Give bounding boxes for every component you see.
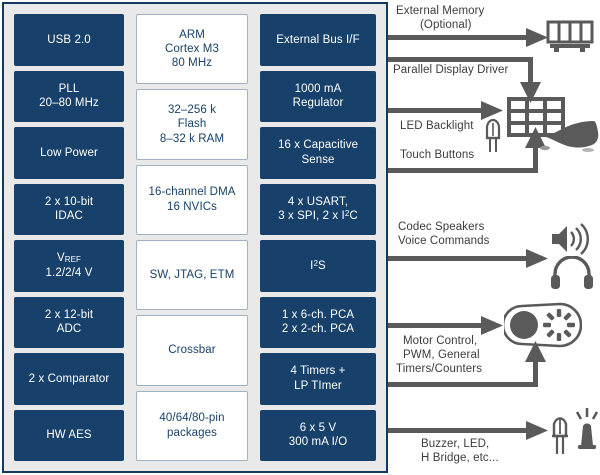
block-text-line: 8–32 k RAM [159, 132, 225, 145]
block-text-line: Flash [177, 118, 207, 131]
label-parallel-display: Parallel Display Driver [393, 64, 509, 76]
block-text-line: Regulator [292, 97, 344, 110]
mcu-block-i2s[interactable]: I2S [260, 240, 376, 292]
mcu-block-pca[interactable]: 1 x 6-ch. PCA 2 x 2-ch. PCA [260, 296, 376, 348]
block-text-line: 4 Timers + [290, 365, 346, 378]
ram-module-icon [546, 20, 594, 59]
label-motor-control-line3: Timers/Counters [396, 363, 483, 375]
mcu-block-debug[interactable]: SW, JTAG, ETM [136, 239, 248, 311]
led-indicator-icon [548, 406, 572, 461]
motor-belt-icon [501, 302, 583, 353]
block-text-line: I2S [310, 258, 326, 272]
led-icon [482, 112, 504, 159]
block-text-line: 4 x USART, [287, 195, 349, 208]
mcu-block-low-power[interactable]: Low Power [14, 127, 124, 179]
mcu-panel: USB 2.0 PLL 20–80 MHz Low Power 2 x 10-bi… [2, 2, 388, 473]
label-external-memory-line1: External Memory [396, 5, 485, 17]
mcu-right-column: External Bus I/F 1000 mA Regulator 16 x C… [260, 14, 376, 461]
label-external-memory-line2: (Optional) [420, 19, 472, 31]
mcu-block-hw-aes[interactable]: HW AES [14, 409, 124, 461]
connector-wires [388, 28, 548, 440]
block-text-line: Low Power [40, 146, 98, 159]
peripheral-rail: External Memory (Optional) Parallel Disp… [388, 0, 600, 475]
block-text-line: 1 x 6-ch. PCA [281, 308, 355, 321]
block-text-line: Cortex M3 [165, 42, 219, 55]
mcu-block-regulator[interactable]: 1000 mA Regulator [260, 70, 376, 122]
block-text-line: 20–80 MHz [39, 97, 99, 110]
block-text-line: 80 MHz [171, 57, 213, 70]
buzzer-icon [574, 406, 600, 457]
mcu-block-timers[interactable]: 4 Timers +LP TImer [260, 353, 376, 405]
block-text-line: ARM [179, 28, 205, 41]
block-text-line: 16 x Capacitive [277, 139, 359, 152]
block-text-line: LP TImer [294, 379, 342, 392]
block-text-line: 2 x 10-bit [44, 195, 94, 208]
block-text-line: PLL [58, 82, 80, 95]
block-text-line: 2 x Comparator [28, 372, 110, 385]
block-text-line: 300 mA I/O [288, 436, 348, 449]
label-buzzer-led-line2: H Bridge, etc... [421, 452, 499, 464]
mcu-block-io[interactable]: 6 x 5 V 300 mA I/O [260, 409, 376, 461]
lcd-display-icon [506, 96, 566, 143]
mcu-block-serial[interactable]: 4 x USART,3 x SPI, 2 x I2C [260, 183, 376, 235]
block-text-line: 1.2/2/4 V [45, 266, 93, 279]
block-text-line: IDAC [55, 210, 83, 223]
mcu-block-ext-bus[interactable]: External Bus I/F [260, 14, 376, 66]
label-codec-speakers-line2: Voice Commands [398, 235, 490, 247]
block-text-line: 3 x SPI, 2 x I2C [278, 209, 358, 223]
block-text-line: 32–256 k [167, 103, 217, 116]
block-text-line: 2 x 2-ch. PCA [281, 323, 355, 336]
label-motor-control-line2: PWM, General [403, 349, 480, 361]
block-text-line: 16 NVICs [166, 200, 217, 213]
block-text-line: 6 x 5 V [299, 421, 337, 434]
block-text-line: packages [166, 426, 218, 439]
mcu-block-crossbar[interactable]: Crossbar [136, 315, 248, 386]
block-text-line: SW, JTAG, ETM [149, 268, 235, 281]
mcu-block-comparator[interactable]: 2 x Comparator [14, 353, 124, 405]
block-text-line: ADC [56, 323, 82, 336]
hand-touch-icon [538, 118, 600, 157]
label-motor-control-line1: Motor Control, [403, 335, 478, 347]
mcu-left-column: USB 2.0 PLL 20–80 MHz Low Power 2 x 10-bi… [14, 14, 124, 461]
label-led-backlight: LED Backlight [400, 120, 474, 132]
block-text-line: VREF [56, 252, 82, 265]
mcu-block-pll[interactable]: PLL 20–80 MHz [14, 70, 124, 122]
headphones-icon [548, 255, 596, 295]
block-text-line: 16-channel DMA [148, 186, 236, 199]
mcu-block-usb[interactable]: USB 2.0 [14, 14, 124, 66]
block-text-line: USB 2.0 [47, 33, 91, 46]
label-buzzer-led-line1: Buzzer, LED, [421, 438, 490, 450]
label-touch-buttons: Touch Buttons [400, 149, 475, 161]
block-text-line: Sense [301, 153, 335, 166]
speaker-icon [548, 222, 598, 265]
block-text-line: 2 x 12-bit [44, 308, 94, 321]
block-text-line: Crossbar [168, 344, 216, 357]
block-text-line: External Bus I/F [276, 33, 360, 46]
block-text-line: 1000 mA [294, 82, 342, 95]
block-text-line: HW AES [46, 429, 92, 442]
label-codec-speakers-line1: Codec Speakers [398, 221, 485, 233]
block-text-line: 40/64/80-pin [159, 412, 225, 425]
